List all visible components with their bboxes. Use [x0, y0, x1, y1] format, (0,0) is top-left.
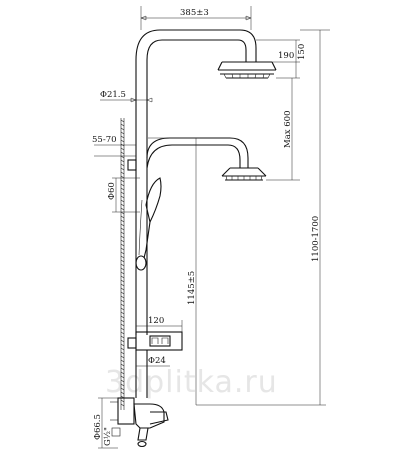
label-showerhead-dia: 190 [278, 51, 294, 61]
label-rod-dia: Φ21.5 [100, 90, 126, 100]
dim-width-top: 385±3 [140, 6, 252, 30]
mixer [110, 397, 169, 448]
dim-showerhead-height: 150 [256, 39, 307, 78]
upper-shower-head [217, 61, 277, 79]
wall-hatching [120, 118, 125, 410]
label-flange-dia: Φ66.5 [93, 414, 103, 440]
dim-overall-height: 1100-1700 [196, 29, 330, 406]
wall-brackets [127, 159, 137, 349]
shelf [135, 331, 183, 351]
label-shelf-width: 120 [148, 316, 164, 326]
label-bar-height: 1145±5 [187, 271, 197, 305]
main-rod [135, 29, 257, 335]
label-overall-height: 1100-1700 [311, 216, 321, 262]
label-width-top: 385±3 [180, 8, 209, 18]
dim-showerhead-dia: 190 [272, 51, 300, 63]
label-adjust-range: 55-70 [92, 135, 117, 145]
label-handshower-dia: Φ60 [107, 182, 117, 200]
middle-shower-head [221, 167, 267, 181]
watermark: 3dplitka.ru [105, 365, 278, 400]
dim-adjust-range: 55-70 [92, 135, 136, 157]
dim-bar-height: 1145±5 [148, 137, 200, 405]
dim-max-drop: Max 600 [266, 77, 300, 181]
dim-rod-dia: Φ21.5 [100, 90, 153, 103]
label-showerhead-height: 150 [297, 44, 307, 60]
label-pipe-dia: Φ24 [148, 356, 166, 366]
dim-flange: Φ66.5 G½" [93, 397, 118, 449]
lower-pipe [135, 350, 148, 398]
dim-handshower-dia: Φ60 [107, 177, 140, 213]
shower-arm [146, 137, 249, 169]
label-max-drop: Max 600 [283, 111, 293, 149]
hand-shower [135, 177, 162, 271]
label-thread: G½" [102, 427, 113, 446]
dim-pipe-dia: Φ24 [136, 356, 170, 367]
dim-shelf-width: 120 [136, 316, 183, 332]
